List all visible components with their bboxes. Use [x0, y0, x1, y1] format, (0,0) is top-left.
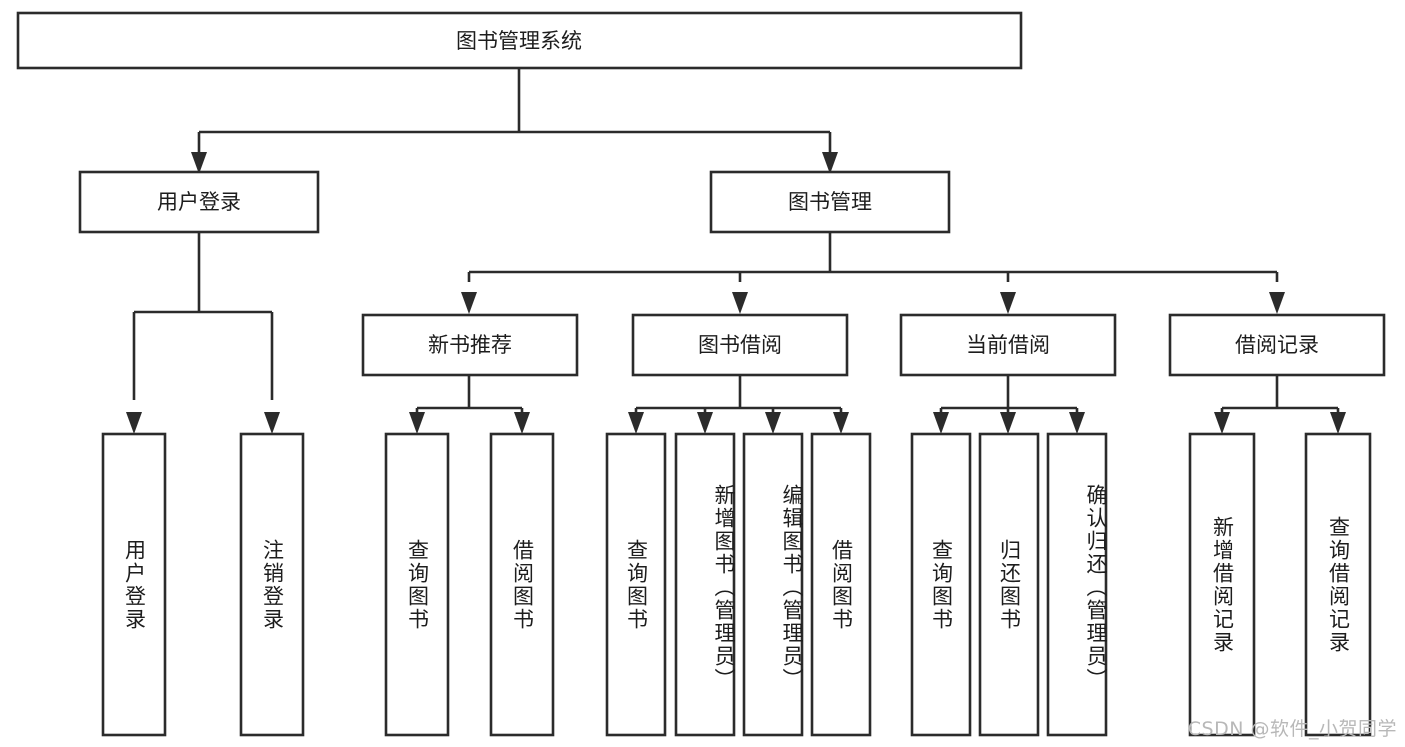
node-user-login-rect[interactable]: [78, 170, 320, 234]
node-new-book-recommend-rect[interactable]: [361, 313, 579, 377]
node-book-borrow-rect[interactable]: [631, 313, 849, 377]
arrow-to-borrow-record: [1269, 292, 1285, 314]
node-new-book-recommend[interactable]: 新书推荐: [361, 313, 579, 377]
arrow-to-leaf-borrow-book-1: [514, 412, 530, 434]
node-current-borrow-rect[interactable]: [899, 313, 1117, 377]
arrow-to-leaf-query-borrow-record: [1330, 412, 1346, 434]
arrow-to-book-borrow: [732, 292, 748, 314]
node-root[interactable]: 图书管理系统: [16, 11, 1023, 70]
arrow-to-leaf-borrow-book-2: [833, 412, 849, 434]
node-leaf-query-book-3-rect[interactable]: [910, 432, 972, 737]
node-book-management[interactable]: 图书管理: [709, 170, 951, 234]
arrow-to-leaf-return-book: [1000, 412, 1016, 434]
node-leaf-add-book-rect[interactable]: [674, 432, 736, 737]
arrow-to-leaf-query-book-3: [933, 412, 949, 434]
node-leaf-borrow-book-2-rect[interactable]: [810, 432, 872, 737]
arrow-root-to-user-login: [191, 152, 207, 174]
arrow-to-leaf-query-book-2: [628, 412, 644, 434]
arrow-to-leaf-user-logout: [264, 412, 280, 434]
arrow-to-leaf-confirm-return: [1069, 412, 1085, 434]
node-user-login-label: 用户登录: [157, 190, 241, 214]
arrow-to-leaf-add-book: [697, 412, 713, 434]
node-book-management-rect[interactable]: [709, 170, 951, 234]
arrow-to-leaf-add-borrow-record: [1214, 412, 1230, 434]
node-leaf-user-login-rect[interactable]: [101, 432, 167, 737]
node-leaf-return-book-rect[interactable]: [978, 432, 1040, 737]
node-book-borrow-label: 图书借阅: [698, 333, 782, 357]
arrow-to-leaf-query-book-1: [409, 412, 425, 434]
arrow-to-new-book-recommend: [461, 292, 477, 314]
arrow-to-current-borrow: [1000, 292, 1016, 314]
node-current-borrow-label: 当前借阅: [966, 333, 1050, 357]
node-leaf-add-borrow-record-rect[interactable]: [1188, 432, 1256, 737]
arrow-to-leaf-user-login: [126, 412, 142, 434]
arrow-to-leaf-edit-book: [765, 412, 781, 434]
node-leaf-edit-book-rect[interactable]: [742, 432, 804, 737]
node-leaf-query-borrow-record-rect[interactable]: [1304, 432, 1372, 737]
connector-layer: [126, 68, 1346, 434]
node-book-management-label: 图书管理: [788, 190, 872, 214]
arrow-root-to-book-management: [822, 152, 838, 174]
node-root-label: 图书管理系统: [456, 29, 582, 53]
node-current-borrow[interactable]: 当前借阅: [899, 313, 1117, 377]
node-borrow-record-rect[interactable]: [1168, 313, 1386, 377]
csdn-watermark: CSDN @软件_小贺同学: [1187, 718, 1397, 740]
node-borrow-record-label: 借阅记录: [1235, 333, 1319, 357]
node-leaf-query-book-1-rect[interactable]: [384, 432, 450, 737]
node-leaf-confirm-return-rect[interactable]: [1046, 432, 1108, 737]
node-root-rect[interactable]: [16, 11, 1023, 70]
node-borrow-record[interactable]: 借阅记录: [1168, 313, 1386, 377]
node-new-book-recommend-label: 新书推荐: [428, 333, 512, 357]
node-user-login[interactable]: 用户登录: [78, 170, 320, 234]
node-book-borrow[interactable]: 图书借阅: [631, 313, 849, 377]
node-leaf-user-logout-rect[interactable]: [239, 432, 305, 737]
node-leaf-query-book-2-rect[interactable]: [605, 432, 667, 737]
node-leaf-borrow-book-1-rect[interactable]: [489, 432, 555, 737]
